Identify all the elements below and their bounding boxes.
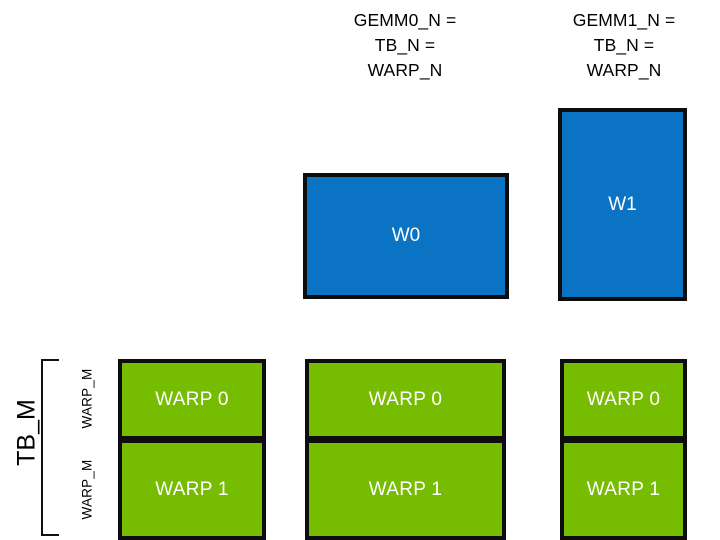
green-cell-col2-warp0: WARP 0: [560, 359, 687, 440]
column-header-gemm0: GEMM0_N = TB_N = WARP_N: [353, 10, 457, 80]
green-cell-label: WARP 1: [368, 478, 443, 500]
green-cell-col1-warp1: WARP 1: [305, 439, 506, 540]
green-column-0: WARP 0 WARP 1: [118, 359, 266, 540]
green-cell-label: WARP 0: [155, 388, 229, 410]
green-cell-col0-warp0: WARP 0: [118, 359, 266, 440]
column-header-gemm1: GEMM1_N = TB_N = WARP_N: [572, 10, 676, 80]
green-cell-label: WARP 0: [586, 388, 661, 410]
axis-label-warp-m-top: WARP_M: [79, 368, 95, 429]
blue-tile-w0: W0: [303, 173, 509, 299]
green-cell-col2-warp1: WARP 1: [560, 439, 687, 540]
tb-m-bracket: [41, 359, 59, 536]
axis-label-tb-m: TB_M: [12, 399, 41, 466]
green-column-1: WARP 0 WARP 1: [305, 359, 506, 540]
axis-label-warp-m-bottom: WARP_M: [79, 459, 95, 520]
green-cell-label: WARP 1: [155, 478, 229, 500]
green-cell-label: WARP 0: [368, 388, 443, 410]
green-cell-label: WARP 1: [586, 478, 661, 500]
green-cell-col1-warp0: WARP 0: [305, 359, 506, 440]
green-cell-col0-warp1: WARP 1: [118, 439, 266, 540]
blue-tile-w1: W1: [558, 108, 687, 301]
blue-tile-w0-label: W0: [391, 225, 421, 246]
green-column-2: WARP 0 WARP 1: [560, 359, 687, 540]
blue-tile-w1-label: W1: [608, 193, 637, 215]
